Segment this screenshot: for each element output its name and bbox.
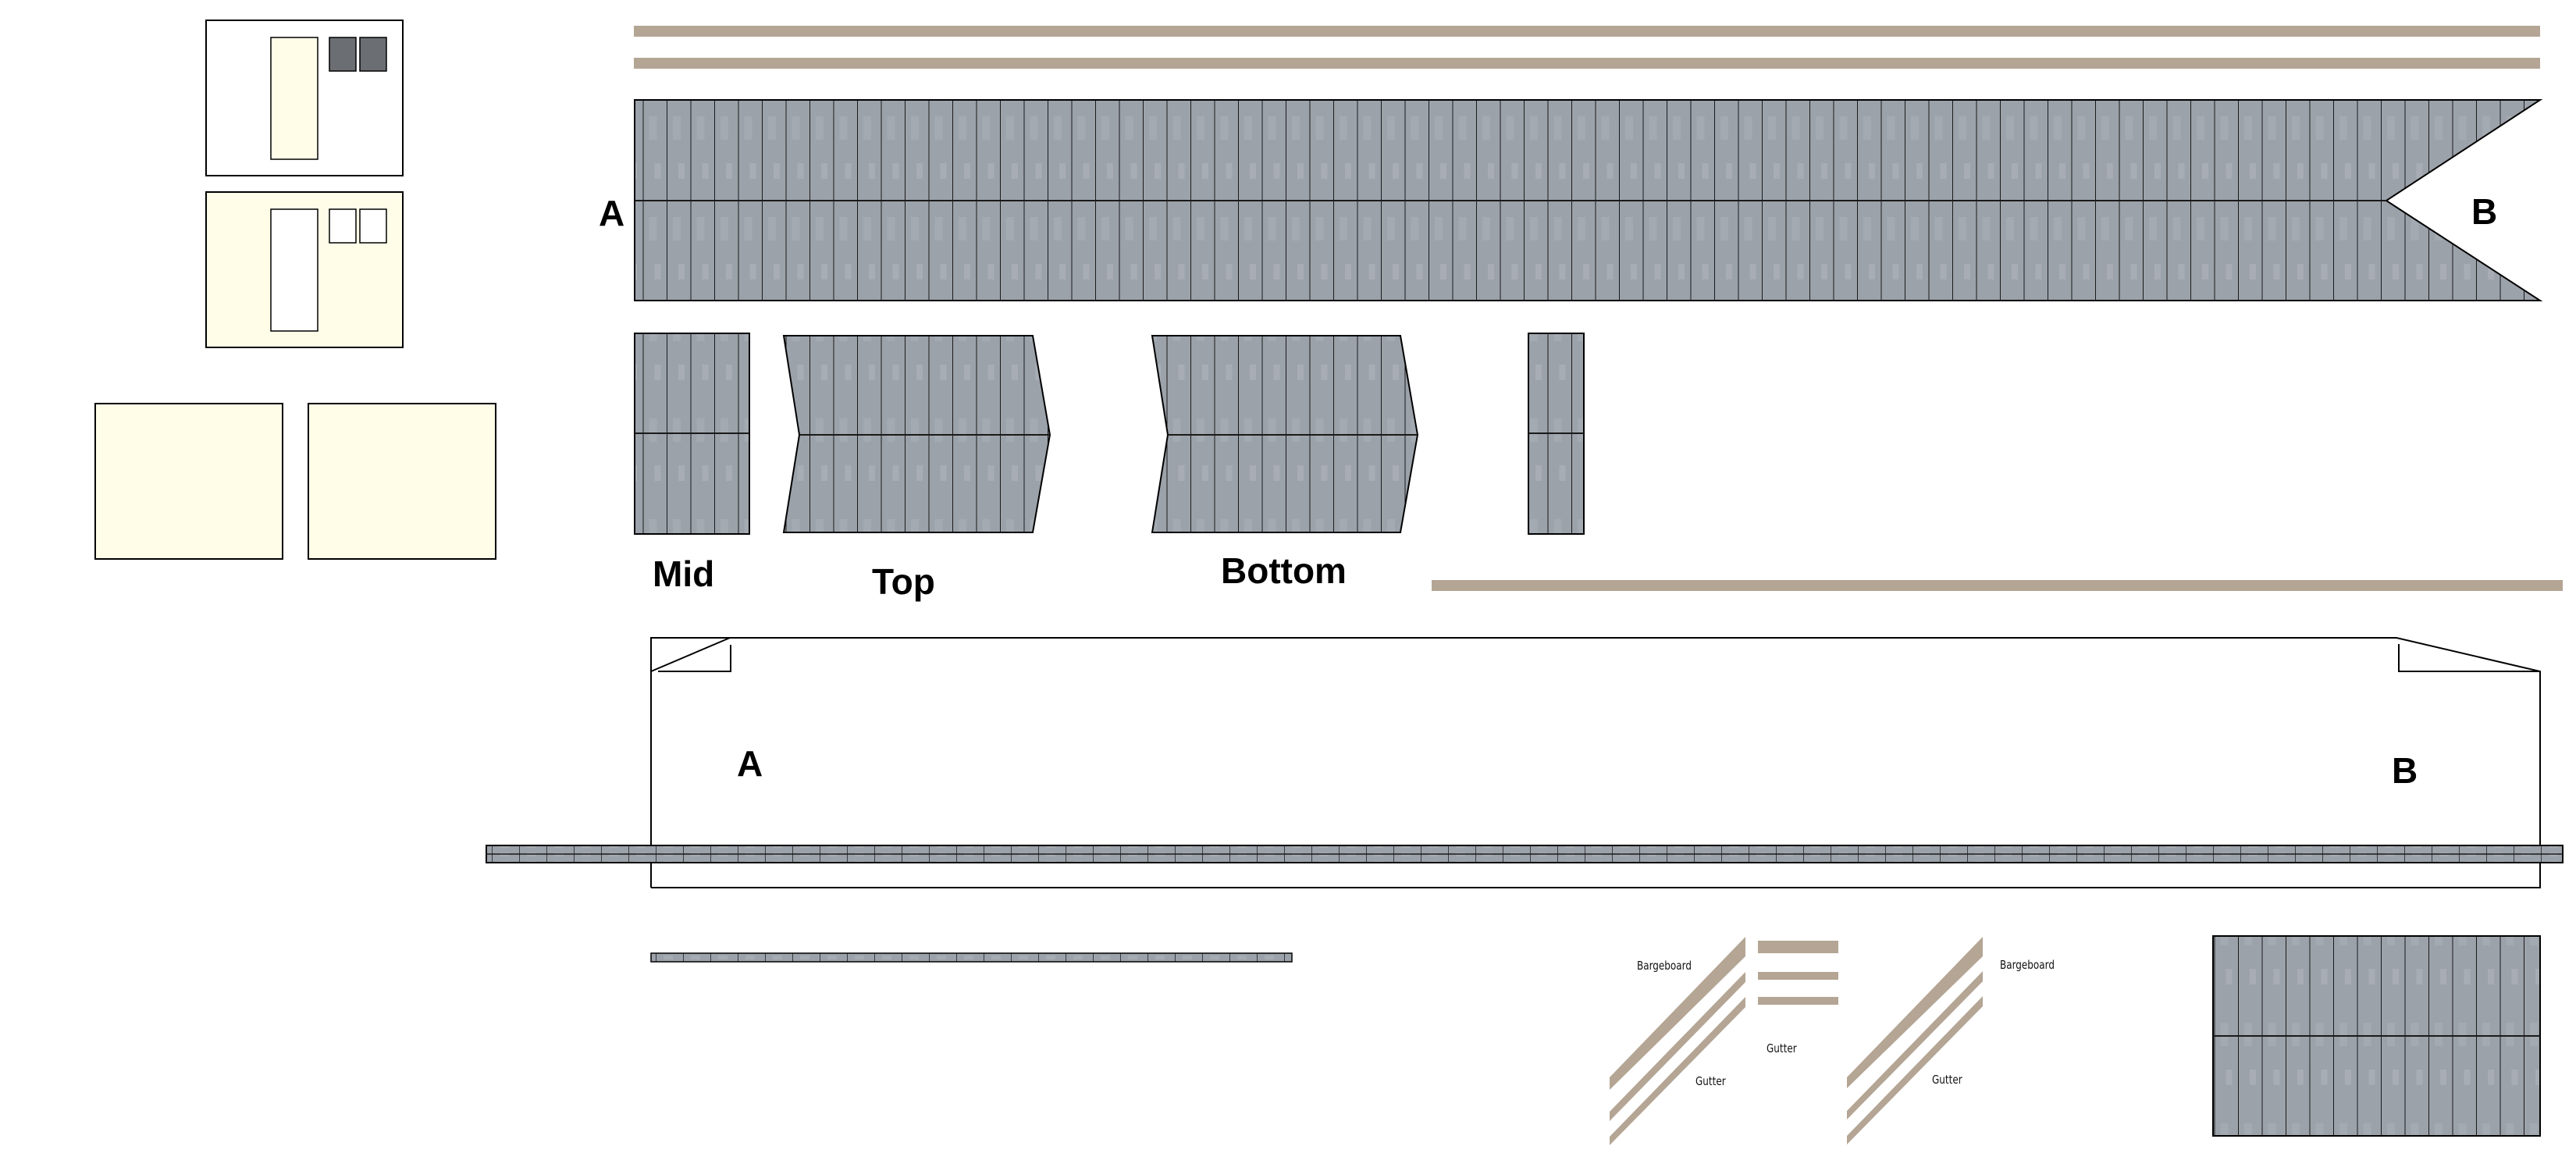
thumbnail-plan-1: [205, 20, 404, 176]
thumbnail-plan-2: [205, 191, 404, 348]
tan-bar: [634, 26, 2540, 37]
gutter-bar: [1758, 941, 1838, 953]
label-a-outline: A: [737, 743, 763, 784]
label-top: Top: [872, 561, 935, 602]
bargeboard-gutter-diagram-2: [1847, 937, 1983, 1144]
tan-bar: [634, 58, 2540, 69]
tan-bar: [1432, 580, 2563, 591]
label-gutter: Gutter: [1767, 1041, 1797, 1055]
slate-sample-panel: [2212, 935, 2541, 1137]
roof-outline: [650, 637, 2541, 888]
main-slate-panel: [634, 99, 2543, 301]
cream-panel-right: [308, 403, 496, 560]
label-a-main: A: [599, 193, 625, 233]
label-bargeboard: Bargeboard: [2000, 958, 2055, 972]
label-bottom: Bottom: [1221, 550, 1347, 591]
label-gutter: Gutter: [1695, 1074, 1726, 1088]
top-piece: [782, 335, 1051, 533]
label-gutter: Gutter: [1932, 1073, 1962, 1087]
tile-strip-short: [650, 952, 1293, 963]
gutter-bar: [1758, 972, 1838, 980]
tile-strip-long: [486, 845, 2564, 863]
mid-piece: [634, 333, 750, 535]
gutter-bar: [1758, 997, 1838, 1005]
label-bargeboard: Bargeboard: [1637, 959, 1692, 973]
narrow-piece: [1528, 333, 1585, 535]
label-mid: Mid: [653, 553, 715, 594]
cream-panel-left: [94, 403, 283, 560]
slate-swatch: [329, 37, 357, 72]
label-b-outline: B: [2392, 750, 2418, 791]
slate-swatch: [359, 37, 387, 72]
label-b-main: B: [2471, 191, 2498, 232]
bottom-piece: [1151, 335, 1419, 533]
bargeboard-gutter-diagram-1: [1610, 937, 1745, 1145]
